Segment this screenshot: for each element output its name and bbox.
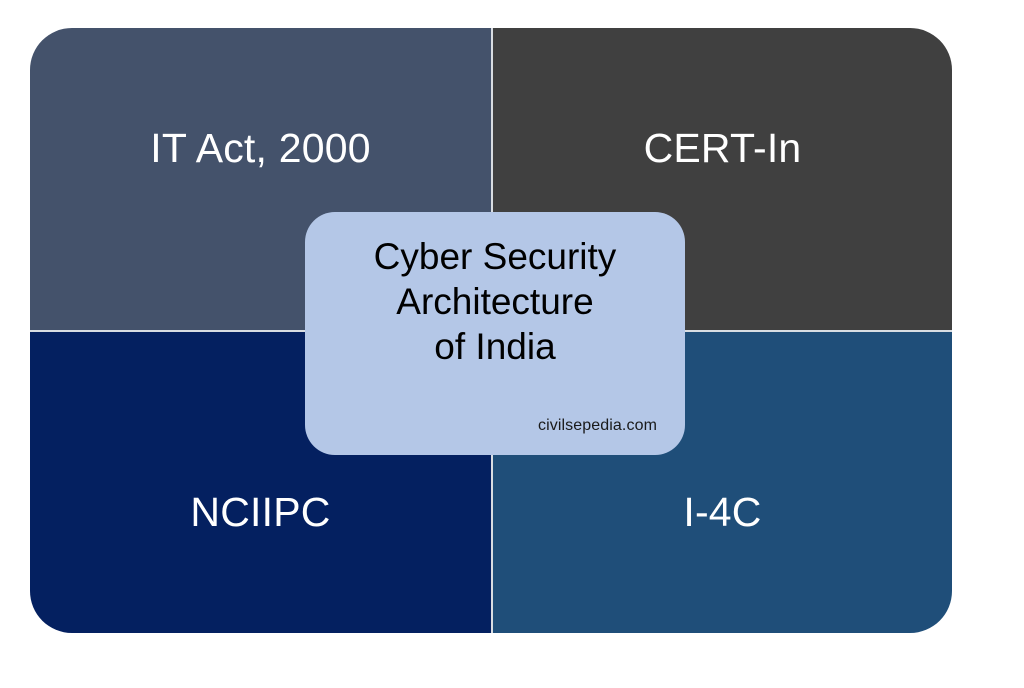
cyber-security-architecture-diagram: IT Act, 2000 CERT-In NCIIPC I-4C [30,28,952,633]
center-title-box: Cyber Security Architecture of India civ… [305,212,685,455]
quadrant-label-cert-in: CERT-In [643,125,802,172]
quadrant-label-nciipc: NCIIPC [190,488,331,535]
quadrant-label-i4c: I-4C [683,488,762,535]
watermark-text: civilsepedia.com [538,417,657,434]
diagram-title: Cyber Security Architecture of India [373,236,617,368]
quadrant-label-it-act: IT Act, 2000 [150,125,371,172]
